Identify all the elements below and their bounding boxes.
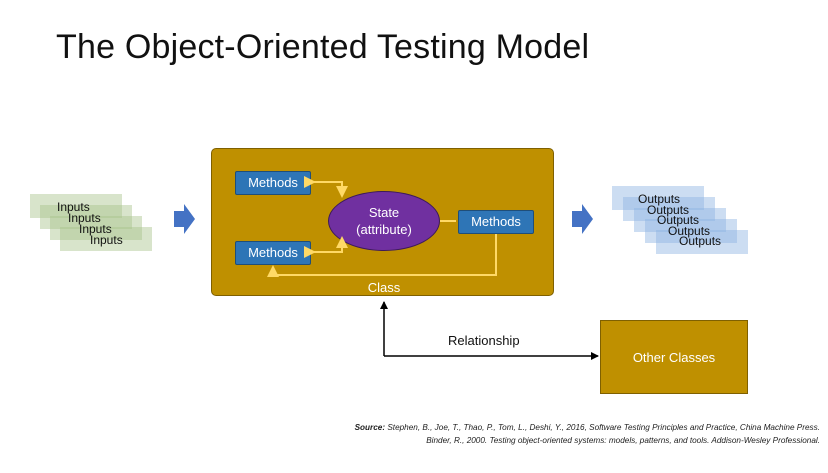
input-label: Inputs	[68, 211, 101, 225]
output-label: Outputs	[668, 224, 711, 238]
relationship-label: Relationship	[448, 333, 520, 348]
source-line-1: Source: Stephen, B., Joe, T., Thao, P., …	[355, 421, 820, 434]
methods-box-bottom: Methods	[235, 241, 311, 265]
input-label: Inputs	[79, 222, 112, 236]
output-flow-arrow	[572, 204, 593, 234]
input-label: Inputs	[90, 233, 123, 247]
source-line-2: Binder, R., 2000. Testing object-oriente…	[426, 436, 820, 445]
output-label: Outputs	[638, 192, 681, 206]
input-card	[30, 194, 122, 218]
output-card	[656, 230, 748, 254]
state-label: State	[368, 205, 400, 220]
output-label: Outputs	[679, 234, 722, 248]
output-label: Outputs	[657, 213, 700, 227]
bottom-methods-state-connector	[304, 236, 348, 258]
right-methods-loop-connector	[267, 234, 497, 277]
source-text-1: Stephen, B., Joe, T., Thao, P., Tom, L.,…	[385, 423, 820, 432]
output-card	[645, 219, 737, 243]
input-card	[60, 227, 152, 251]
output-card	[623, 197, 715, 221]
output-card	[612, 186, 704, 210]
input-flow-arrow	[174, 204, 195, 234]
top-methods-state-connector	[304, 176, 348, 198]
class-label: Class	[367, 280, 401, 295]
methods-box-right: Methods	[458, 210, 534, 234]
page-title: The Object-Oriented Testing Model	[56, 28, 590, 66]
output-label: Outputs	[647, 203, 690, 217]
methods-box-top: Methods	[235, 171, 311, 195]
state-sublabel: (attribute)	[356, 222, 412, 237]
source-citation: Source: Stephen, B., Joe, T., Thao, P., …	[355, 421, 820, 447]
input-label: Inputs	[57, 200, 90, 214]
output-card	[634, 208, 726, 232]
source-prefix: Source:	[354, 423, 386, 432]
input-card	[50, 216, 142, 240]
input-card	[40, 205, 132, 229]
other-classes-box: Other Classes	[600, 320, 748, 394]
